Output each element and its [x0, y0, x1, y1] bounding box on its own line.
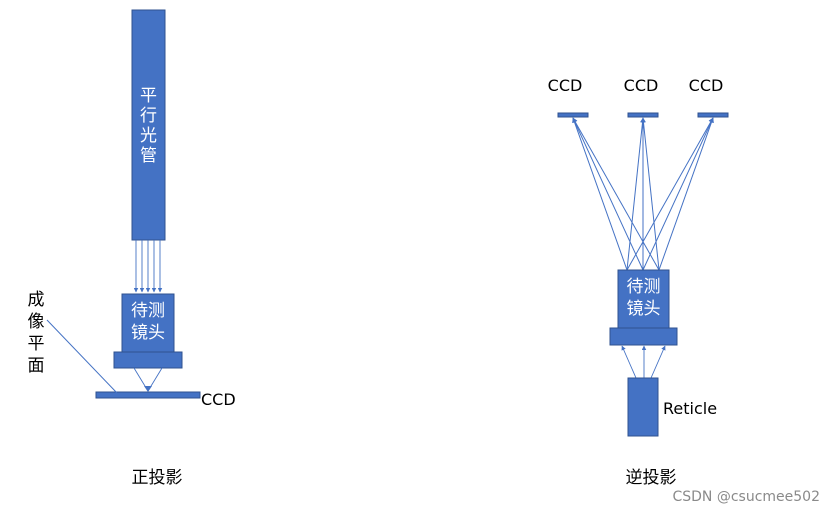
ray: [572, 117, 628, 271]
lens-label-line2: 镜头: [627, 299, 661, 319]
image-plane-label-2: 像: [28, 312, 45, 332]
image-plane-pointer: [46, 319, 118, 394]
lens-base-box: [609, 327, 678, 346]
collimator-label-3: 光: [140, 126, 157, 146]
ccd-sensor-right: [697, 112, 729, 118]
ccd-sensor-left: [557, 112, 589, 118]
lens-label-line1: 待测: [131, 301, 165, 321]
lens-label-line1: 待测: [627, 277, 661, 297]
collimator-label-2: 行: [140, 106, 157, 126]
ccd-label-left: CCD: [548, 76, 583, 95]
lens-under-test-box: [617, 269, 670, 329]
collimator-label-1: 平: [140, 86, 157, 106]
watermark: CSDN @csucmee502: [672, 489, 820, 505]
ray: [658, 117, 714, 271]
reticle-rays: [621, 345, 666, 379]
reverse-projection: CCD CCD CCD 待测 镜头 Reticle: [548, 76, 729, 488]
parallel-beams: [133, 240, 163, 293]
image-plane-label-3: 平: [28, 334, 45, 354]
ccd-label-center: CCD: [624, 76, 659, 95]
collimator-box: [131, 9, 166, 241]
ccd-label: CCD: [201, 390, 236, 409]
ray: [621, 345, 637, 379]
reticle-label: Reticle: [663, 399, 717, 418]
image-plane-label-1: 成: [28, 290, 45, 310]
ccd-sensor-center: [627, 112, 659, 118]
collimator-label-4: 管: [140, 146, 157, 166]
image-plane-label-4: 面: [28, 356, 45, 376]
ccd-label-right: CCD: [689, 76, 724, 95]
ray: [626, 117, 714, 271]
lens-base-box: [113, 351, 183, 369]
ray: [640, 117, 660, 271]
lens-label-line2: 镜头: [131, 323, 165, 343]
focus-arrowhead: [144, 386, 152, 392]
forward-projection-caption: 正投影: [132, 468, 183, 488]
ray: [572, 117, 644, 271]
ray: [650, 345, 666, 379]
reticle-box: [627, 377, 659, 437]
ccd-sensor: [95, 391, 201, 399]
projection-rays: [572, 117, 714, 271]
ray: [626, 117, 646, 271]
reverse-projection-caption: 逆投影: [626, 468, 677, 488]
forward-projection: 平 行 光 管 待测 镜头 CCD 成 像 平 面 正投影: [28, 9, 236, 488]
ray: [572, 117, 660, 271]
ray: [642, 117, 714, 271]
